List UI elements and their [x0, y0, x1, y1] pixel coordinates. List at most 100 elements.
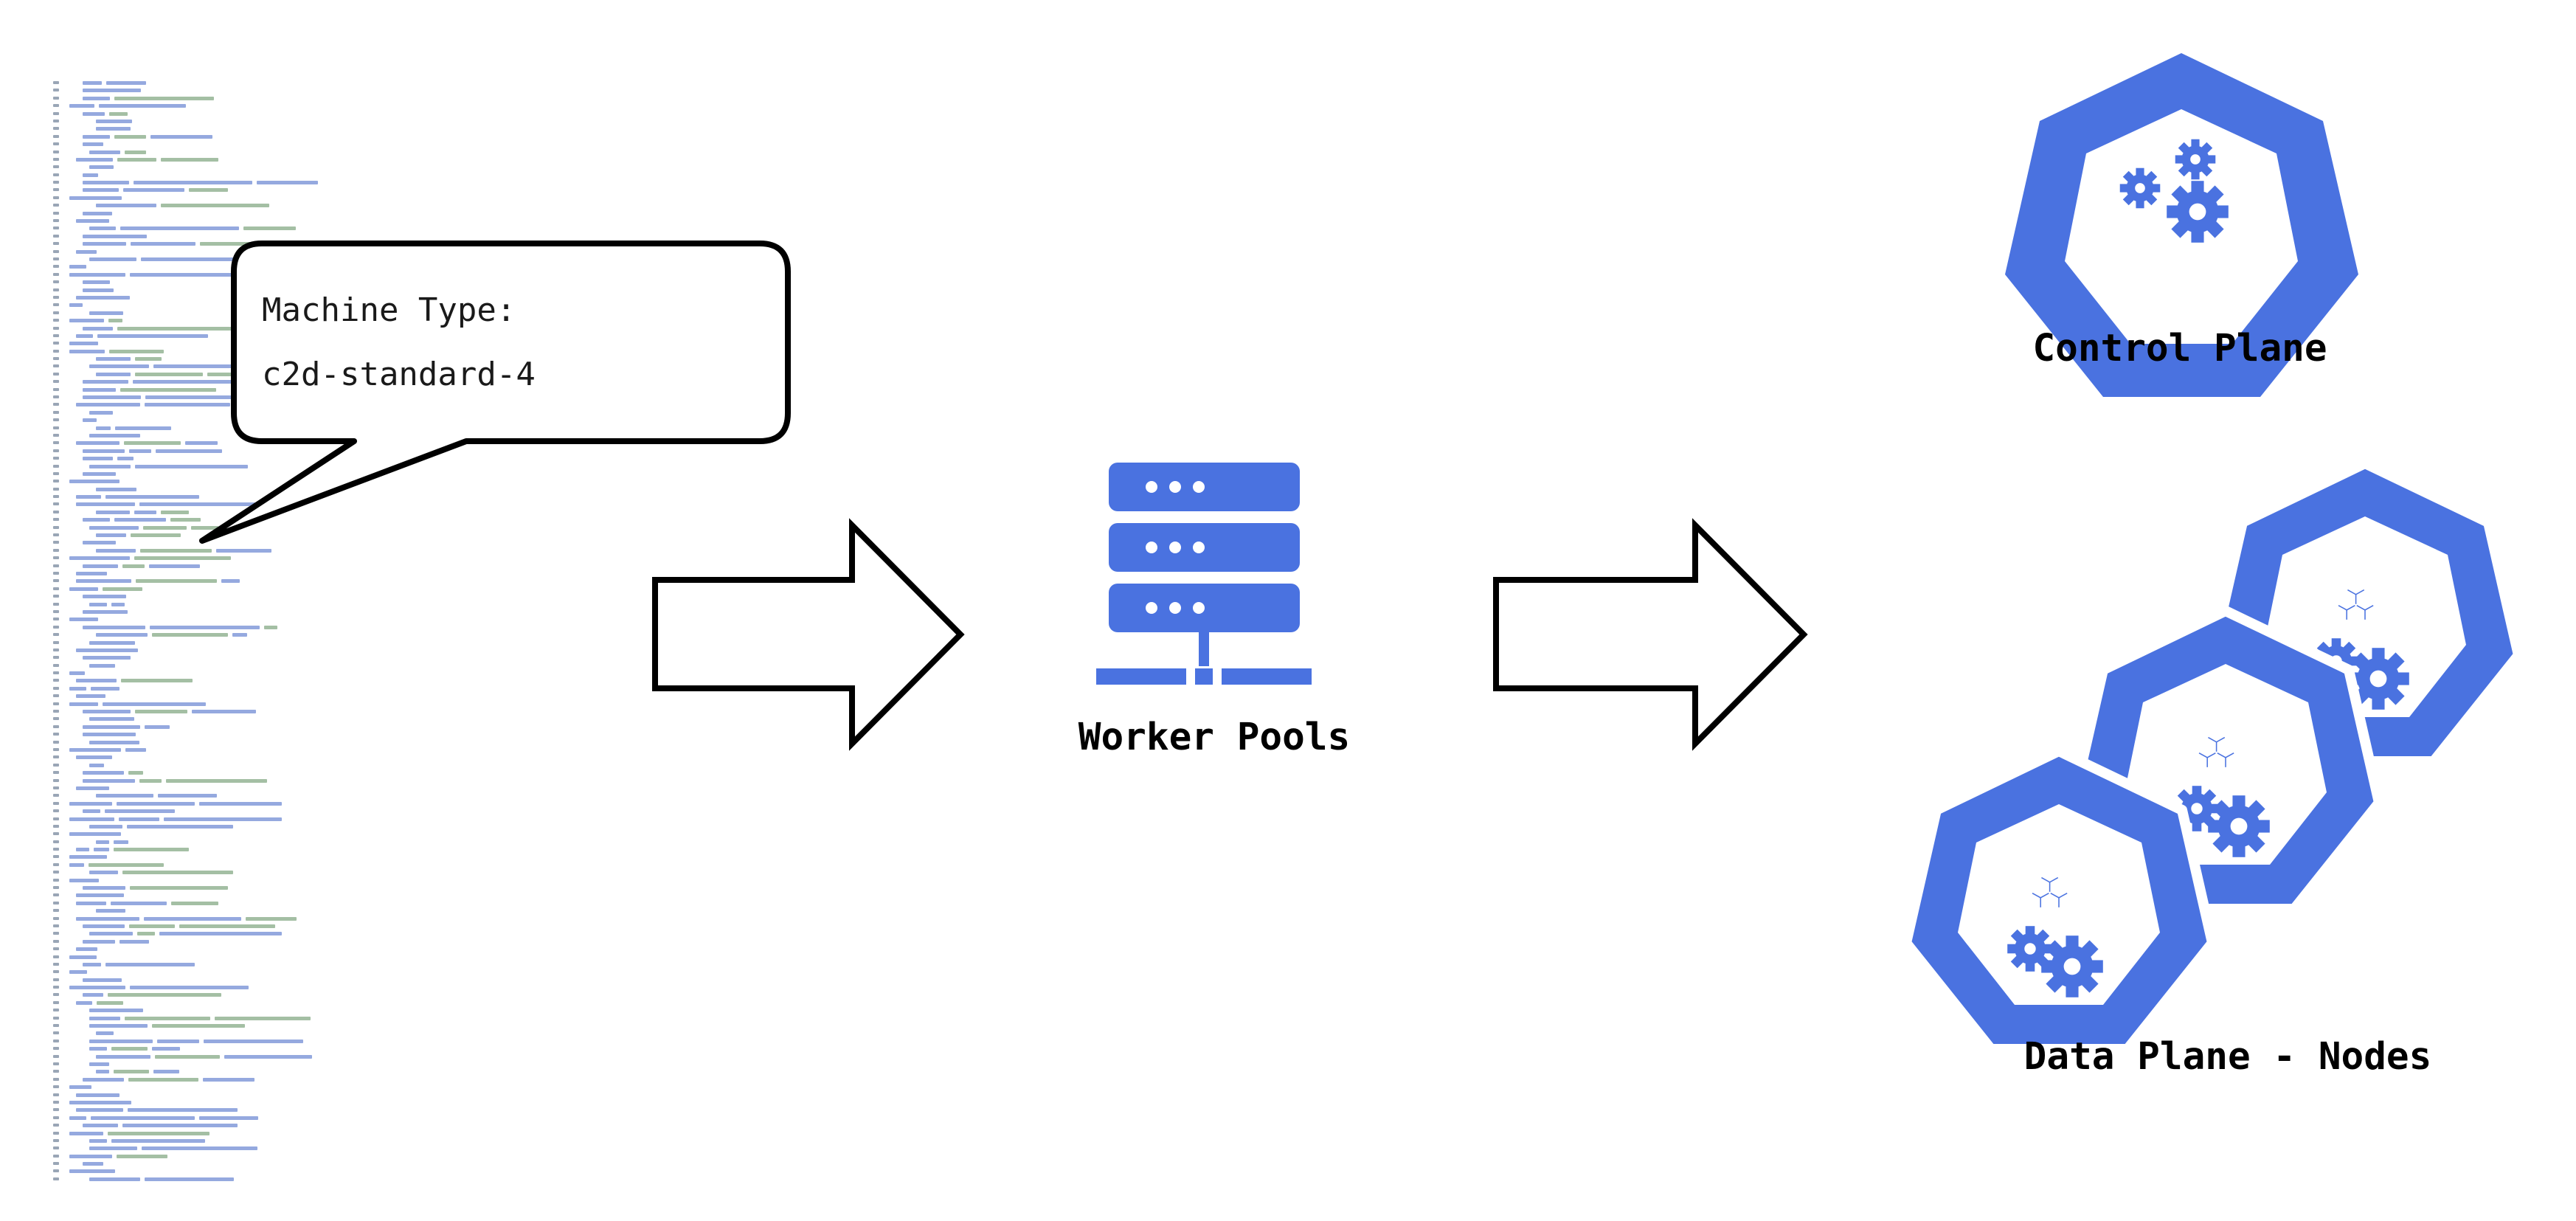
- code-line: [53, 356, 326, 363]
- code-line: [53, 900, 326, 907]
- code-line: [53, 501, 326, 508]
- code-line: [53, 455, 326, 463]
- code-line: [53, 839, 326, 846]
- code-line: [53, 831, 326, 838]
- code-line: [53, 80, 326, 87]
- flow-arrow-2: [1493, 518, 1808, 751]
- control-plane-label: Control Plane: [2032, 327, 2327, 370]
- code-line: [53, 854, 326, 861]
- code-line: [53, 249, 326, 256]
- code-line: [53, 823, 326, 831]
- code-line: [53, 731, 326, 739]
- code-line: [53, 1030, 326, 1037]
- callout-machine-type-label: Machine Type:: [262, 291, 516, 329]
- code-line: [53, 525, 326, 532]
- code-line: [53, 930, 326, 938]
- code-line: [53, 1176, 326, 1183]
- code-line: [53, 486, 326, 494]
- code-line: [53, 149, 326, 156]
- callout-bubble: [199, 241, 791, 544]
- code-line: [53, 1000, 326, 1007]
- code-line: [53, 747, 326, 754]
- code-line: [53, 125, 326, 133]
- code-line: [53, 509, 326, 516]
- code-line: [53, 164, 326, 171]
- code-line: [53, 969, 326, 976]
- code-line: [53, 923, 326, 930]
- code-line: [53, 946, 326, 953]
- code-line: [53, 984, 326, 992]
- code-line: [53, 218, 326, 225]
- code-line: [53, 1045, 326, 1053]
- code-line: [53, 401, 326, 409]
- code-line: [53, 111, 326, 118]
- worker-pools-label: Worker Pools: [1078, 716, 1351, 759]
- code-line: [53, 1007, 326, 1014]
- code-line: [53, 1015, 326, 1023]
- code-line: [53, 256, 326, 263]
- code-line: [53, 693, 326, 700]
- code-line: [53, 640, 326, 647]
- code-line: [53, 172, 326, 179]
- code-line: [53, 862, 326, 869]
- code-line: [53, 103, 326, 110]
- code-line: [53, 1068, 326, 1076]
- yaml-code-listing: [53, 80, 326, 1186]
- code-line: [53, 907, 326, 915]
- code-line: [53, 134, 326, 141]
- code-line: [53, 586, 326, 593]
- code-line: [53, 448, 326, 455]
- code-line: [53, 892, 326, 899]
- code-line: [53, 570, 326, 578]
- code-line: [53, 685, 326, 693]
- data-plane-label: Data Plane - Nodes: [2023, 1035, 2432, 1079]
- code-line: [53, 578, 326, 585]
- code-line: [53, 287, 326, 294]
- server-rack-icon: [1096, 463, 1312, 685]
- code-line: [53, 409, 326, 417]
- code-line: [53, 417, 326, 424]
- code-line: [53, 432, 326, 440]
- code-line: [53, 478, 326, 485]
- code-line: [53, 141, 326, 148]
- code-line: [53, 1122, 326, 1130]
- code-line: [53, 593, 326, 601]
- code-line: [53, 954, 326, 961]
- code-line: [53, 778, 326, 785]
- code-line: [53, 816, 326, 823]
- code-line: [53, 754, 326, 761]
- code-line: [53, 1130, 326, 1138]
- code-line: [53, 800, 326, 808]
- code-line: [53, 846, 326, 854]
- code-line: [53, 792, 326, 800]
- code-line: [53, 302, 326, 309]
- code-line: [53, 1099, 326, 1107]
- code-line: [53, 961, 326, 969]
- code-line: [53, 938, 326, 946]
- code-line: [53, 516, 326, 524]
- code-line: [53, 348, 326, 356]
- code-line: [53, 708, 326, 716]
- code-line: [53, 340, 326, 347]
- code-line: [53, 670, 326, 677]
- code-line: [53, 555, 326, 562]
- code-line: [53, 1092, 326, 1099]
- code-line: [53, 547, 326, 555]
- code-line: [53, 563, 326, 570]
- code-line: [53, 632, 326, 639]
- code-line: [53, 616, 326, 623]
- code-line: [53, 785, 326, 792]
- code-line: [53, 187, 326, 194]
- code-line: [53, 1054, 326, 1061]
- code-line: [53, 885, 326, 892]
- code-line: [53, 762, 326, 769]
- code-line: [53, 363, 326, 370]
- code-line: [53, 225, 326, 232]
- code-line: [53, 877, 326, 885]
- code-line: [53, 539, 326, 547]
- code-line: [53, 1061, 326, 1068]
- code-line: [53, 87, 326, 94]
- code-line: [53, 195, 326, 202]
- code-line: [53, 118, 326, 125]
